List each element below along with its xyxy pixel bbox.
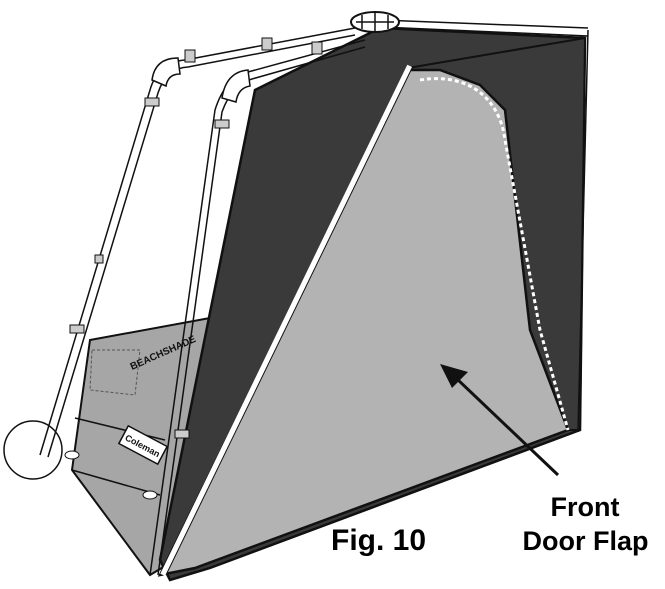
stake-loops bbox=[64, 450, 158, 500]
elbow-connectors bbox=[151, 57, 251, 103]
front-frame-pole bbox=[160, 64, 413, 577]
callout-label-line1: Front bbox=[550, 492, 620, 522]
side-panel-seam bbox=[74, 417, 166, 441]
door-flap-edge bbox=[419, 77, 570, 431]
coleman-logo-patch bbox=[117, 424, 169, 466]
front-door-flap-panel bbox=[157, 68, 570, 577]
arrow-icon bbox=[454, 376, 560, 477]
figure-caption: Fig. 10 bbox=[331, 524, 427, 557]
callout-label-line2: Door Flap bbox=[522, 526, 649, 556]
side-panel-seam bbox=[71, 469, 161, 496]
arrow-head bbox=[440, 364, 468, 388]
pole-clips bbox=[69, 37, 323, 439]
front-frame-pole-outline bbox=[165, 65, 414, 576]
side-pocket-outline bbox=[89, 349, 141, 396]
detail-circle-icon bbox=[3, 420, 63, 480]
top-hub bbox=[350, 11, 400, 33]
